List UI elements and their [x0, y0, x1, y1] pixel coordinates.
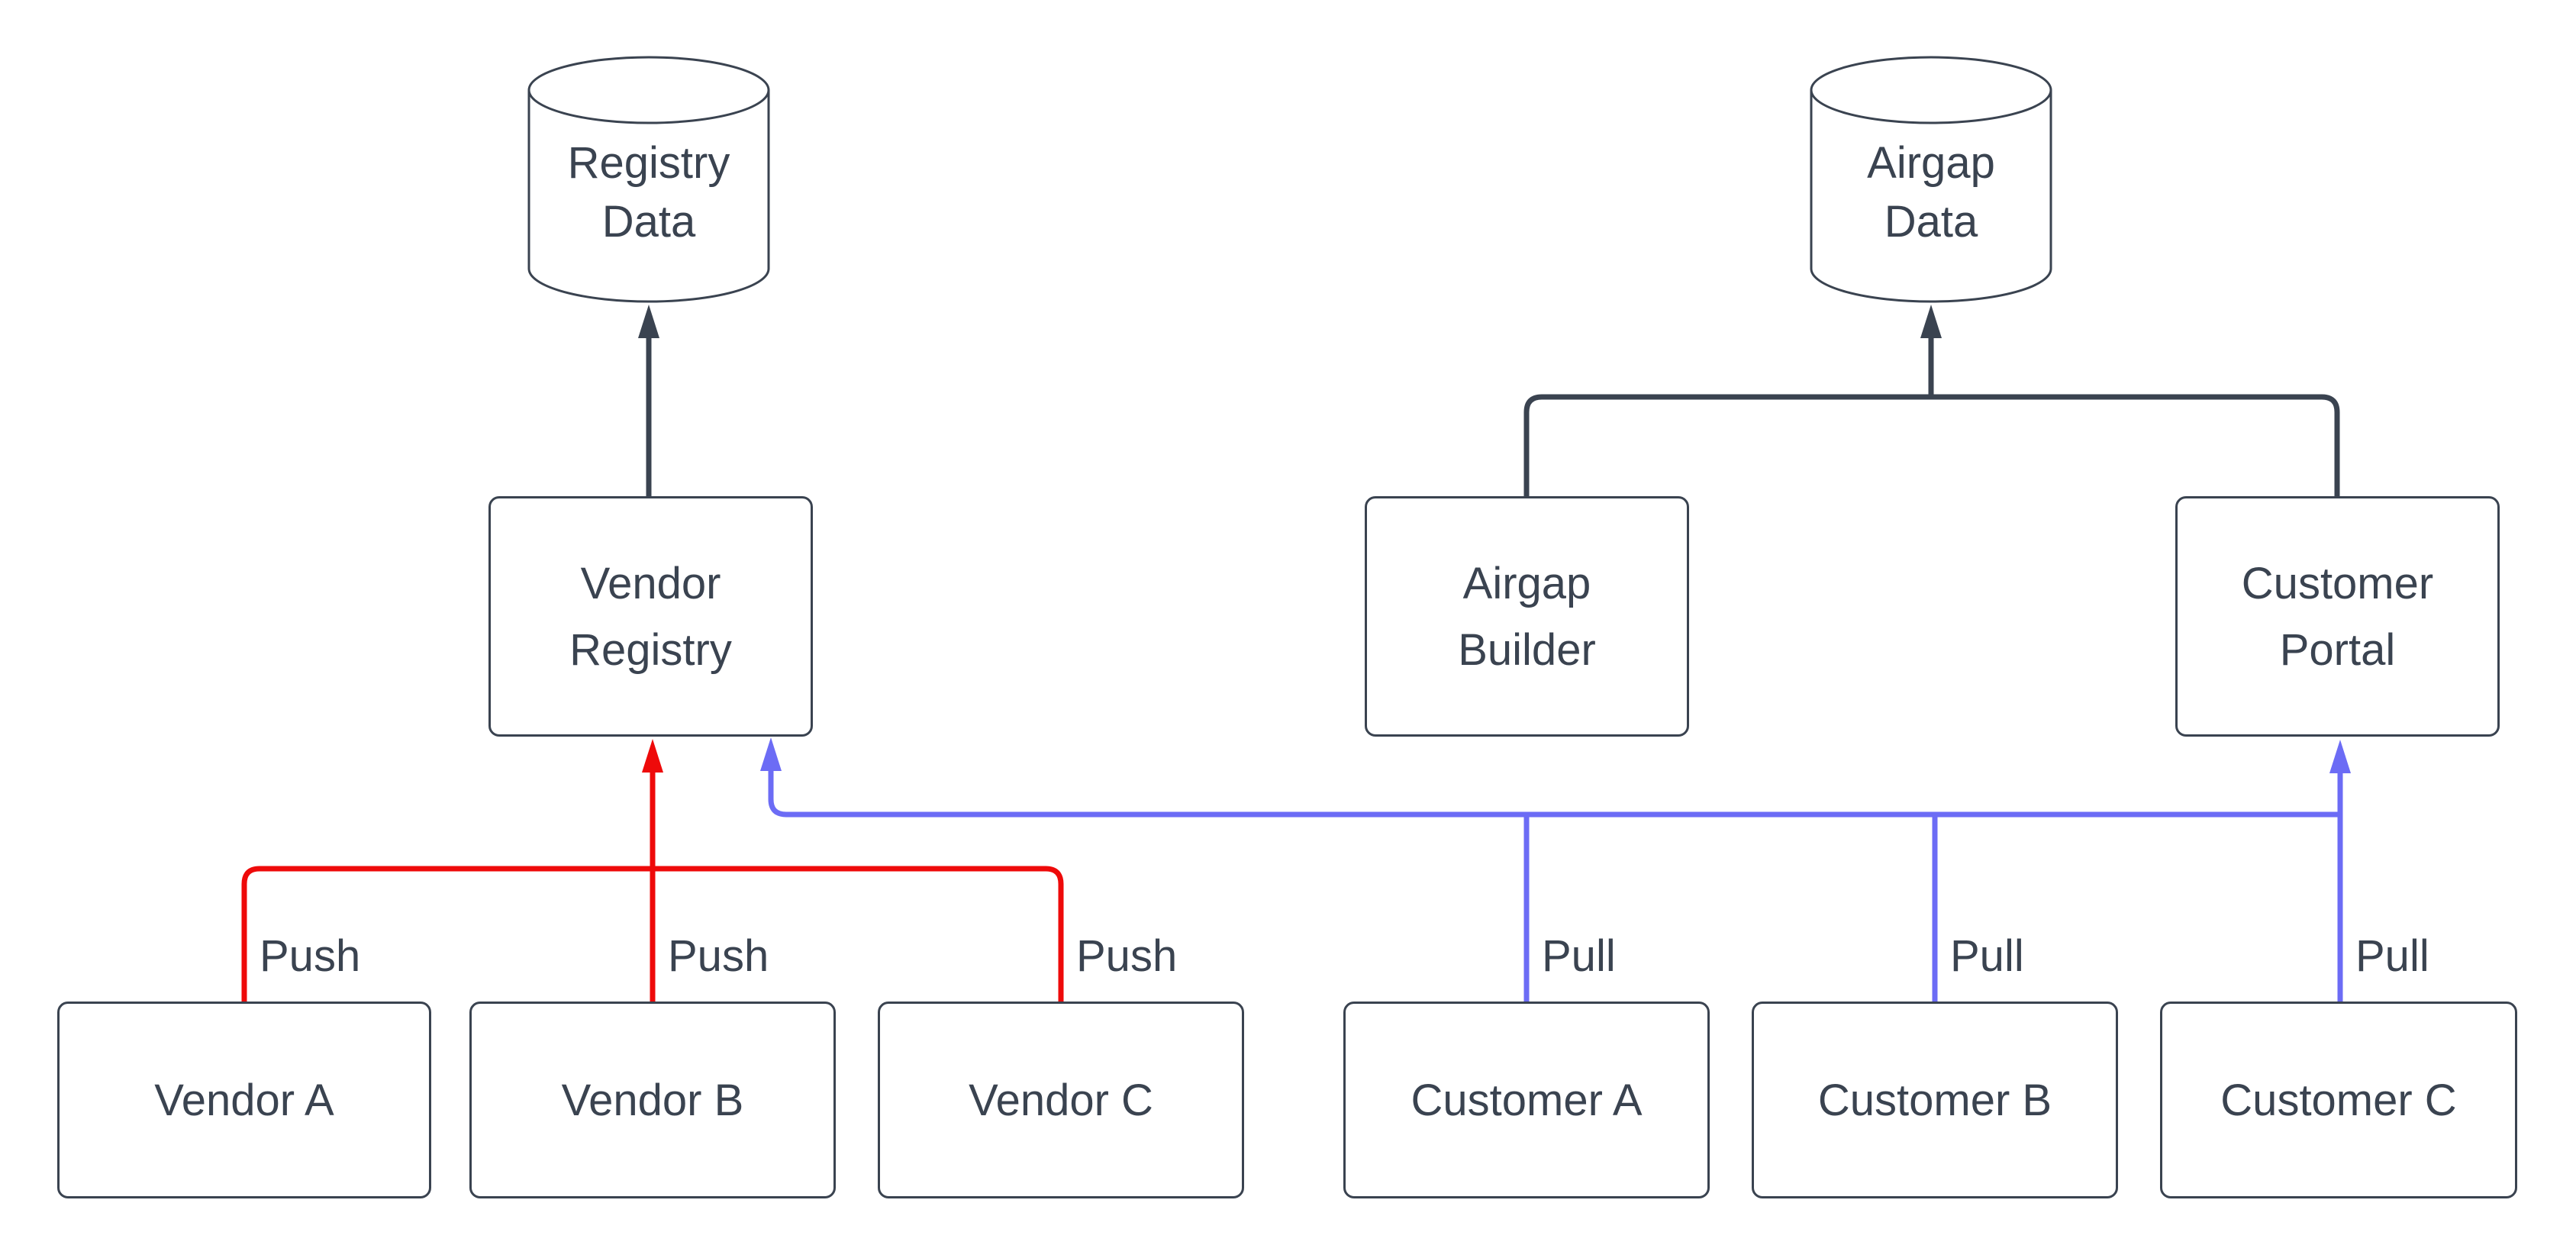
- cylinder-top: [527, 56, 770, 124]
- node-label: Customer B: [1818, 1067, 2052, 1134]
- node-label: Airgap Data: [1867, 107, 1995, 251]
- label-line: Customer A: [1411, 1075, 1643, 1125]
- node-vendor-c: Vendor C: [878, 1002, 1244, 1198]
- node-label: Vendor C: [969, 1067, 1153, 1134]
- node-vendor-registry: Vendor Registry: [488, 496, 813, 737]
- arrowhead-pull-vendor-registry: [760, 737, 782, 771]
- node-customer-a: Customer A: [1343, 1002, 1710, 1198]
- label-line: Portal: [2279, 624, 2396, 675]
- node-label: Vendor B: [562, 1067, 744, 1134]
- node-label: Customer C: [2220, 1067, 2456, 1134]
- label-line: Customer C: [2220, 1075, 2457, 1125]
- arrowhead-push-vendor-registry: [642, 739, 663, 773]
- edge-label-push-vendor-c: Push: [1076, 931, 1178, 981]
- node-label: Vendor A: [154, 1067, 334, 1134]
- arrowhead-airgap-data: [1920, 305, 1942, 338]
- node-customer-c: Customer C: [2160, 1002, 2517, 1198]
- label-line: Data: [1884, 197, 1978, 247]
- node-label: Customer Portal: [2242, 550, 2433, 683]
- node-vendor-b: Vendor B: [469, 1002, 836, 1198]
- label-line: Vendor A: [154, 1075, 334, 1125]
- label-line: Registry: [567, 138, 730, 189]
- label-line: Airgap: [1867, 138, 1995, 189]
- cylinder-body: [1810, 90, 2052, 303]
- edge-label-pull-customer-c: Pull: [2355, 931, 2429, 981]
- edge-builder-portal-bus: [1523, 394, 2340, 498]
- edge-label-push-vendor-a: Push: [260, 931, 361, 981]
- edge-pull-bus: [768, 771, 2340, 818]
- label-line: Builder: [1458, 624, 1596, 675]
- database-cylinder-icon: [1810, 56, 2052, 303]
- node-customer-portal: Customer Portal: [2175, 496, 2500, 737]
- arrowhead-registry-data: [638, 305, 659, 338]
- cylinder-top: [1810, 56, 2052, 124]
- label-line: Airgap: [1462, 558, 1591, 608]
- node-label: Vendor Registry: [569, 550, 732, 683]
- node-label: Airgap Builder: [1458, 550, 1596, 683]
- node-registry-data: Registry Data: [527, 55, 771, 304]
- node-airgap-builder: Airgap Builder: [1365, 496, 1689, 737]
- label-line: Vendor: [580, 558, 721, 608]
- arrowhead-pull-customer-portal: [2329, 740, 2351, 773]
- node-label: Customer A: [1411, 1067, 1643, 1134]
- edge-label-pull-customer-a: Pull: [1542, 931, 1616, 981]
- database-cylinder-icon: [527, 56, 770, 303]
- node-airgap-data: Airgap Data: [1809, 55, 2053, 304]
- label-line: Customer B: [1817, 1075, 2052, 1125]
- label-line: Vendor C: [969, 1075, 1153, 1125]
- edge-label-pull-customer-b: Pull: [1950, 931, 2024, 981]
- label-line: Vendor B: [561, 1075, 744, 1125]
- edge-label-push-vendor-b: Push: [668, 931, 769, 981]
- label-line: Customer: [2241, 558, 2434, 608]
- label-line: Registry: [569, 624, 732, 675]
- node-customer-b: Customer B: [1752, 1002, 2118, 1198]
- label-line: Data: [601, 197, 696, 247]
- node-label: Registry Data: [568, 107, 730, 251]
- node-vendor-a: Vendor A: [57, 1002, 431, 1198]
- cylinder-body: [527, 90, 770, 303]
